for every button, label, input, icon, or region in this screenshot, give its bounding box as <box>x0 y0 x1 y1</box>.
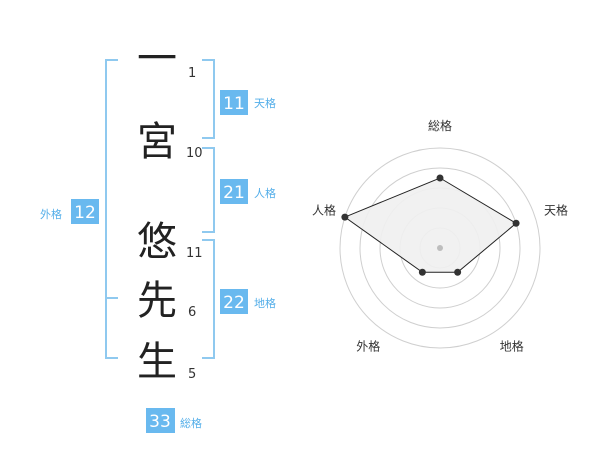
tenkaku-label: 天格 <box>254 96 276 110</box>
radar-polygon <box>343 177 517 273</box>
radar-ring-5 <box>339 147 541 349</box>
radar-center-dot <box>437 245 443 251</box>
radar-point-1 <box>436 174 444 182</box>
radar-point-2 <box>512 219 520 227</box>
stroke-count-2: 10 <box>186 146 203 161</box>
chikaku-badge <box>220 289 248 314</box>
radar-axis-label-1: 総格 <box>428 118 452 133</box>
stroke-count-1: 1 <box>188 66 196 81</box>
jinkaku-label: 人格 <box>254 186 276 200</box>
radar-ring-4 <box>359 167 521 329</box>
gaikaku-label: 外格 <box>40 207 62 221</box>
soukaku-badge <box>146 408 175 433</box>
name-char-1: 一 <box>137 36 177 82</box>
name-char-5: 生 <box>137 339 177 385</box>
soukaku-value: 33 <box>149 412 171 432</box>
radar-point-4 <box>418 268 426 276</box>
chikaku-value: 22 <box>223 293 245 313</box>
stroke-count-4: 6 <box>188 305 196 320</box>
jinkaku-badge <box>220 179 248 204</box>
jinkaku-value: 21 <box>223 183 245 203</box>
jinkaku-bracket <box>202 147 215 233</box>
chikaku-label: 地格 <box>254 296 276 310</box>
radar-axis-label-5: 人格 <box>312 202 336 217</box>
name-char-4: 先 <box>137 278 177 324</box>
name-char-3: 悠 <box>137 219 177 265</box>
name-char-2: 宮 <box>137 119 177 165</box>
tenkaku-value: 11 <box>223 94 245 114</box>
radar-point-3 <box>454 268 462 276</box>
radar-axis-label-4: 外格 <box>356 339 380 354</box>
radar-axis-label-3: 地格 <box>500 339 524 354</box>
gaikaku-badge <box>71 199 99 224</box>
chikaku-bracket <box>202 239 215 359</box>
stroke-count-3: 11 <box>186 246 203 261</box>
radar-axis-label-2: 天格 <box>544 202 568 217</box>
gaikaku-value: 12 <box>74 203 96 223</box>
radar-point-5 <box>341 213 349 221</box>
tenkaku-bracket <box>202 59 215 139</box>
soukaku-label: 総格 <box>180 416 202 430</box>
stroke-count-5: 5 <box>188 367 196 382</box>
tenkaku-badge <box>220 90 248 115</box>
gaikaku-bracket <box>105 59 118 359</box>
